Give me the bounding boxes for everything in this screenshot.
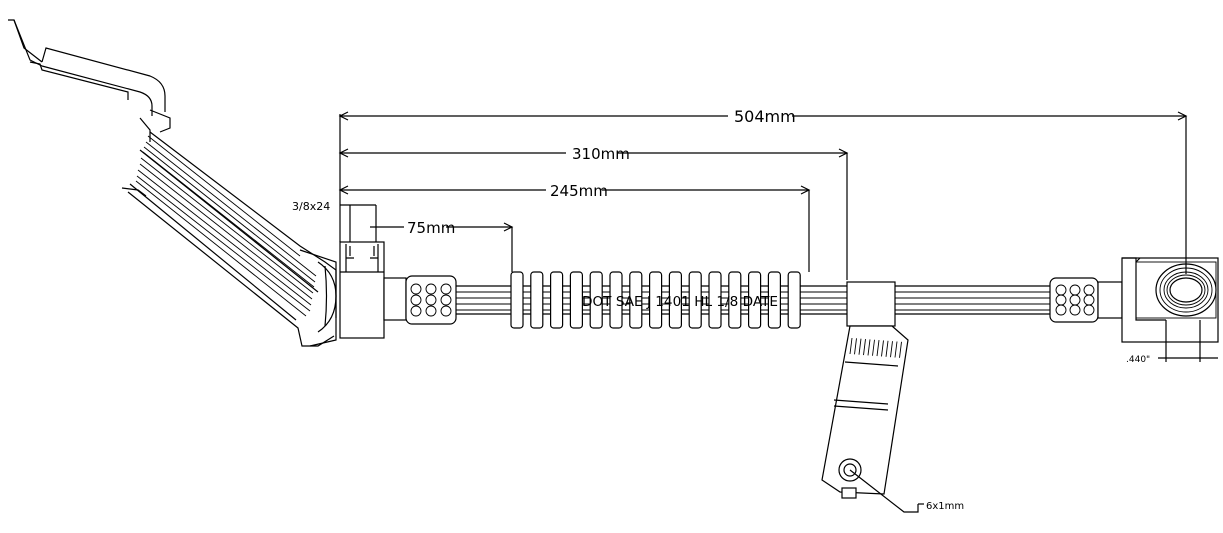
sleeve-rib (728, 271, 742, 329)
left-hex-fitting (339, 241, 457, 339)
sleeve-rib (648, 271, 663, 329)
bracket-rib (894, 341, 898, 358)
bracket-rib (885, 340, 889, 357)
left-angled-fitting (8, 19, 337, 347)
bracket-rib (890, 341, 893, 358)
sleeve-rib (530, 271, 544, 329)
sleeve-rib (569, 271, 584, 329)
sleeve-rib (549, 271, 564, 329)
sleeve-rib (747, 271, 762, 329)
dim-bolt-hole: .440" (1126, 355, 1150, 365)
ribbed-sleeve (510, 271, 801, 329)
sleeve-rib (510, 271, 524, 329)
dim-thread-size: 3/8x24 (292, 200, 330, 213)
fitting-ribs (135, 135, 317, 317)
sleeve-rib (629, 271, 643, 329)
bracket-rib (849, 337, 853, 355)
sleeve-rib (589, 271, 603, 329)
hose-marking: DOT SAE J 1401 HL 1/8 DATE (582, 295, 778, 310)
mounting-bracket (821, 281, 909, 499)
bracket-ribs (849, 337, 902, 358)
crimp-beads-left (410, 283, 452, 317)
right-fitting (1049, 257, 1219, 343)
bracket-rib (863, 338, 866, 356)
sleeve-rib (708, 271, 722, 329)
bracket-rib (867, 339, 871, 356)
dimension-lines (338, 111, 1218, 513)
crimp-beads-right (1055, 284, 1095, 316)
sleeve-rib (767, 271, 782, 329)
dim-sleeve-end: 245mm (550, 182, 608, 200)
sleeve-rib (787, 271, 801, 329)
dim-bracket-hole: 6x1mm (926, 501, 964, 512)
bracket-rib (881, 340, 884, 357)
dim-sleeve-start: 75mm (407, 219, 455, 237)
sleeve-rib (688, 271, 702, 329)
bracket-rib (872, 339, 875, 356)
bracket-rib (876, 340, 880, 357)
sleeve-rib (609, 271, 623, 329)
dim-overall-length: 504mm (734, 107, 796, 126)
bracket-rib (854, 338, 857, 355)
bracket-rib (858, 338, 862, 355)
bracket-rib (899, 341, 902, 358)
sleeve-rib (668, 271, 683, 329)
dim-bracket-offset: 310mm (572, 145, 630, 163)
